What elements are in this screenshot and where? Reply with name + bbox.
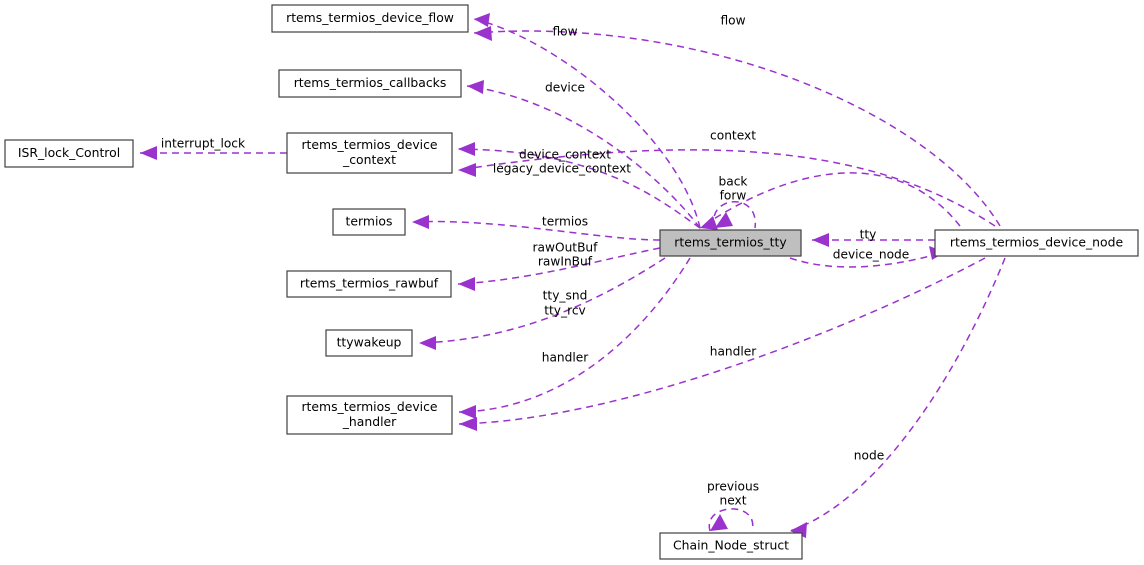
edge-device_context-to-isr_lock: [140, 146, 287, 160]
edge-label: tty_rcv: [544, 304, 586, 318]
node-device_context[interactable]: rtems_termios_device_context: [286, 132, 453, 174]
node-label: rtems_termios_tty: [674, 235, 786, 250]
node-label: rtems_termios_device_node: [950, 235, 1123, 250]
node-box[interactable]: [659, 229, 802, 257]
edge-chain_node-to-chain_node: [708, 508, 754, 532]
arrowhead-icon: [458, 277, 475, 291]
edge-tty-to-ttywakeup: [418, 257, 666, 350]
edge-label: device_context: [519, 148, 611, 162]
arrowhead-icon: [474, 26, 492, 41]
node-tty[interactable]: rtems_termios_tty: [659, 229, 802, 257]
edges-layer: [140, 13, 1006, 538]
nodes-layer: rtems_termios_device_flow rtems_termios_c…: [4, 4, 1139, 560]
node-box[interactable]: [286, 132, 453, 174]
edge-tty-to-callbacks: [466, 80, 701, 229]
arrowhead-icon: [474, 13, 490, 27]
node-box[interactable]: [934, 229, 1139, 257]
edge-label: previous: [707, 480, 759, 494]
arrowhead-icon: [458, 142, 475, 156]
node-label: _handler: [342, 414, 397, 429]
node-label: rtems_termios_callbacks: [294, 75, 447, 90]
node-device_flow[interactable]: rtems_termios_device_flow: [271, 4, 469, 33]
edge-label: context: [710, 129, 756, 143]
arrowhead-icon: [715, 212, 733, 228]
arrowhead-icon: [700, 216, 718, 230]
edge-tty-to-device_handler: [458, 257, 691, 419]
edge-label: tty: [860, 228, 877, 242]
node-label: rtems_termios_device: [301, 137, 437, 152]
arrowhead-icon: [140, 146, 157, 160]
node-chain_node[interactable]: Chain_Node_struct: [659, 532, 803, 560]
edge-label: legacy_device_context: [493, 162, 631, 176]
node-box[interactable]: [659, 532, 803, 560]
edge-tty-to-rawbuf: [457, 247, 661, 291]
edge-tty-to-device_context: [457, 142, 701, 229]
node-callbacks[interactable]: rtems_termios_callbacks: [278, 69, 462, 98]
edge-label: node: [854, 449, 884, 463]
node-label: rtems_termios_device: [301, 399, 437, 414]
edge-label: device: [545, 81, 585, 95]
edge-label: forw: [720, 189, 747, 203]
arrowhead-icon: [812, 233, 829, 247]
edge-labels-layer: flow flow device interrupt_lock device_conte…: [161, 14, 909, 508]
node-label: ttywakeup: [337, 335, 402, 350]
node-box[interactable]: [332, 208, 406, 236]
node-box[interactable]: [286, 395, 453, 435]
node-device_node[interactable]: rtems_termios_device_node: [934, 229, 1139, 257]
edge-device_node-to-chain_node: [789, 257, 1006, 538]
node-label: _context: [342, 152, 396, 167]
edge-tty-to-termios: [411, 215, 661, 241]
node-label: rtems_termios_rawbuf: [300, 276, 439, 291]
edge-label: rawInBuf: [538, 255, 593, 269]
arrowhead-icon: [710, 514, 728, 531]
edge-label: device_node: [833, 248, 910, 262]
edge-label: rawOutBuf: [533, 241, 599, 255]
node-box[interactable]: [271, 4, 469, 33]
arrowhead-icon: [467, 80, 484, 94]
node-label: ISR_lock_Control: [18, 145, 120, 160]
edge-tty-to-device_flow: [473, 13, 701, 229]
edge-label: termios: [542, 215, 588, 229]
node-device_handler[interactable]: rtems_termios_device_handler: [286, 395, 453, 435]
arrowhead-icon: [458, 163, 476, 177]
edge-label: tty_snd: [543, 289, 588, 303]
node-box[interactable]: [278, 69, 462, 98]
edge-device_node-to-device_context: [457, 149, 996, 227]
node-label: termios: [346, 214, 393, 229]
node-label: Chain_Node_struct: [673, 538, 789, 553]
arrowhead-icon: [459, 417, 477, 431]
edge-label: back: [719, 175, 749, 189]
edge-device_node-to-device_flow: [473, 26, 1001, 227]
node-isr_lock[interactable]: ISR_lock_Control: [4, 139, 134, 168]
edge-device_node-to-tty: [699, 172, 961, 230]
arrowhead-icon: [459, 405, 476, 419]
node-termios[interactable]: termios: [332, 208, 406, 236]
arrowhead-icon: [790, 522, 807, 538]
edge-label: next: [720, 494, 747, 508]
arrowhead-icon: [412, 215, 429, 229]
edge-label: handler: [542, 351, 590, 365]
node-rawbuf[interactable]: rtems_termios_rawbuf: [286, 270, 452, 298]
edge-label: flow: [552, 25, 577, 39]
edge-label: flow: [720, 14, 745, 28]
edge-label: interrupt_lock: [161, 137, 246, 151]
edge-device_node-to-device_handler: [458, 257, 986, 431]
node-box[interactable]: [4, 139, 134, 168]
edge-tty-to-tty: [713, 201, 756, 229]
edge-device_node-to-tty: [812, 233, 935, 247]
node-box[interactable]: [325, 329, 413, 357]
edge-label: handler: [710, 345, 758, 359]
node-box[interactable]: [286, 270, 452, 298]
node-ttywakeup[interactable]: ttywakeup: [325, 329, 413, 357]
arrowhead-icon: [419, 336, 436, 350]
node-label: rtems_termios_device_flow: [286, 10, 454, 25]
